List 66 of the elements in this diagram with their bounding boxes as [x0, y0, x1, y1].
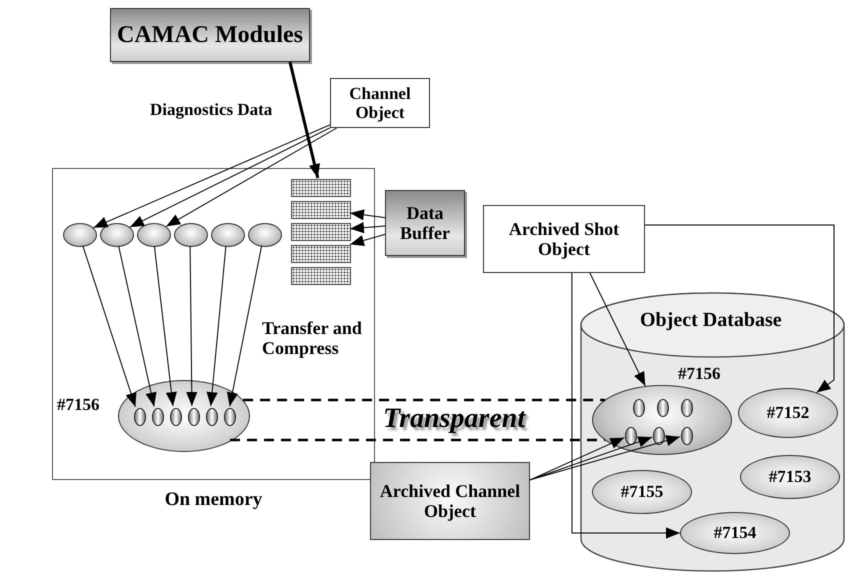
small-ellipse [653, 427, 665, 445]
arrow [206, 246, 226, 407]
arrow [350, 234, 386, 246]
arrow [530, 437, 625, 480]
edge-label: Diagnostics Data [150, 100, 272, 120]
arrow [589, 272, 646, 386]
node-label: Archived Shot Object [508, 218, 620, 260]
node-label: #7152 [766, 403, 810, 423]
buffer-block [291, 179, 351, 197]
buffer-block [291, 245, 351, 263]
callout-box [330, 78, 430, 128]
dashed-line [243, 398, 605, 402]
callout-box [483, 205, 645, 273]
buffer-block [291, 267, 351, 285]
small-ellipse [625, 427, 637, 445]
arrow [288, 62, 320, 178]
note-text: Transfer and Compress [262, 318, 363, 358]
small-ellipse [170, 408, 182, 426]
small-ellipse [657, 399, 669, 417]
small-ellipse [188, 408, 200, 426]
node-label: #7154 [714, 523, 756, 543]
module-box [110, 8, 310, 62]
small-ellipse [152, 408, 164, 426]
arrow [350, 222, 386, 234]
channel-object-ellipse [211, 223, 245, 247]
small-ellipse [633, 399, 645, 417]
arrow [154, 246, 177, 407]
arrow [186, 246, 198, 406]
small-ellipse [206, 408, 218, 426]
arrow [118, 245, 157, 407]
small-ellipse [134, 408, 146, 426]
small-ellipse [681, 399, 693, 417]
channel-object-ellipse [100, 223, 134, 247]
node-label: Archived Channel Object [378, 480, 522, 522]
node-label: Data Buffer [399, 202, 451, 244]
arrow [644, 224, 834, 393]
small-ellipse [224, 408, 236, 426]
arrow [129, 127, 330, 228]
node-label: #7156 [678, 364, 720, 384]
arrow [166, 128, 338, 227]
arrow [530, 436, 653, 480]
callout-box [370, 462, 530, 540]
buffer-block [291, 223, 351, 241]
arrow [530, 435, 681, 480]
node-label: #7156 [57, 395, 100, 414]
dashed-line [230, 438, 605, 442]
channel-object-ellipse [248, 223, 282, 247]
node-label: CAMAC Modules [117, 22, 303, 48]
callout-box [385, 190, 465, 256]
small-ellipse [681, 427, 693, 445]
channel-object-ellipse [137, 223, 171, 247]
database-cylinder [580, 292, 845, 572]
node-label: On memory [164, 489, 264, 510]
node-label: #7153 [768, 467, 812, 487]
channel-object-ellipse [63, 223, 97, 247]
channel-object-ellipse [174, 223, 208, 247]
buffer-block [291, 201, 351, 219]
node-label: Channel Object [348, 84, 412, 122]
arrow [571, 272, 680, 539]
arrow [350, 209, 386, 220]
node-label: #7155 [620, 482, 664, 502]
node-label: Object Database [640, 309, 782, 332]
caption-text: Transparent [383, 403, 526, 434]
arrow [82, 245, 136, 408]
arrow [93, 124, 330, 228]
arrow [226, 245, 262, 407]
